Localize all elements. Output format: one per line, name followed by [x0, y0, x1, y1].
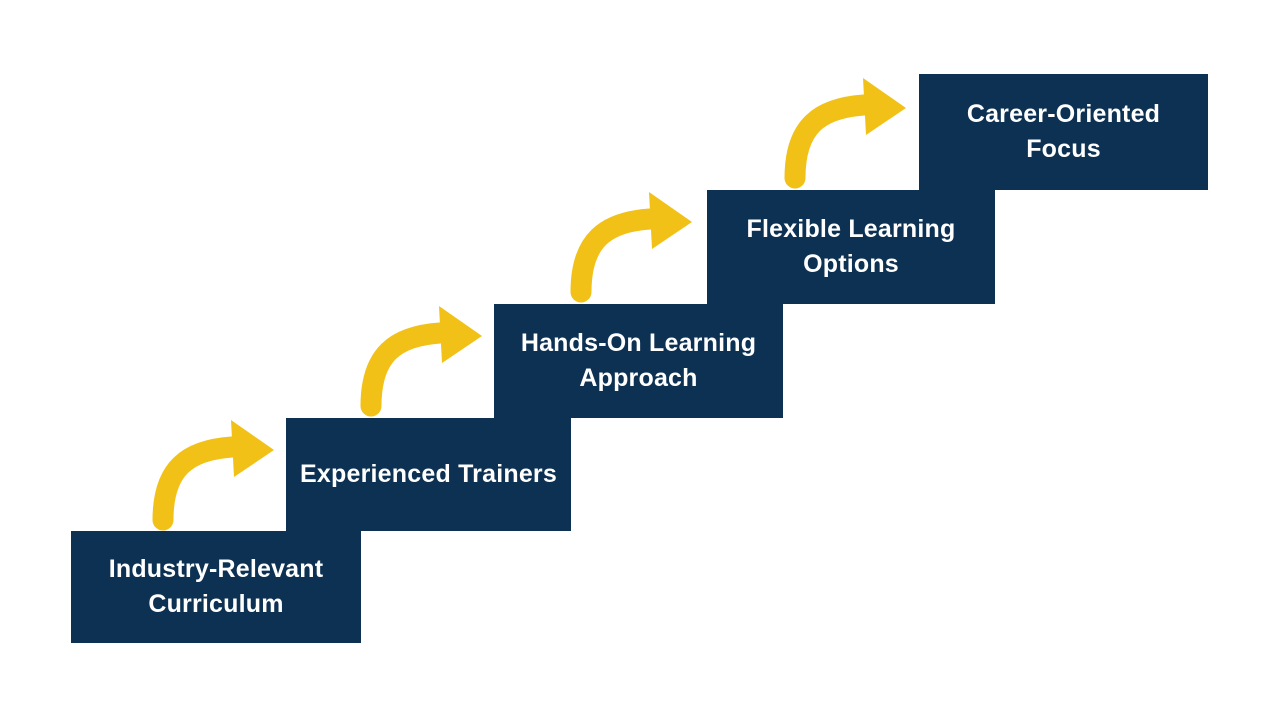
step-label-line: Experienced Trainers [300, 460, 557, 488]
step-box-4: Flexible Learning Options [707, 190, 995, 304]
curved-up-right-arrow-icon [780, 70, 908, 190]
step-box-2: Experienced Trainers [286, 418, 571, 531]
step-label-line: Industry-Relevant [108, 555, 324, 583]
step-box-3: Hands-On Learning Approach [494, 304, 783, 418]
step-label-line: Options [803, 250, 899, 278]
step-label-line: Hands-On Learning [520, 329, 757, 357]
curved-up-right-arrow-icon [356, 298, 484, 418]
step-box-5: Career-Oriented Focus [919, 74, 1208, 190]
curved-up-right-arrow-icon [566, 184, 694, 304]
step-label-line: Curriculum [148, 590, 284, 618]
step-label-line: Focus [1026, 135, 1101, 163]
step-label-line: Career-Oriented [966, 100, 1161, 128]
step-label-line: Flexible Learning [746, 215, 956, 243]
step-box-1: Industry-Relevant Curriculum [71, 531, 361, 643]
curved-up-right-arrow-icon [148, 412, 276, 532]
step-label-line: Approach [579, 364, 698, 392]
